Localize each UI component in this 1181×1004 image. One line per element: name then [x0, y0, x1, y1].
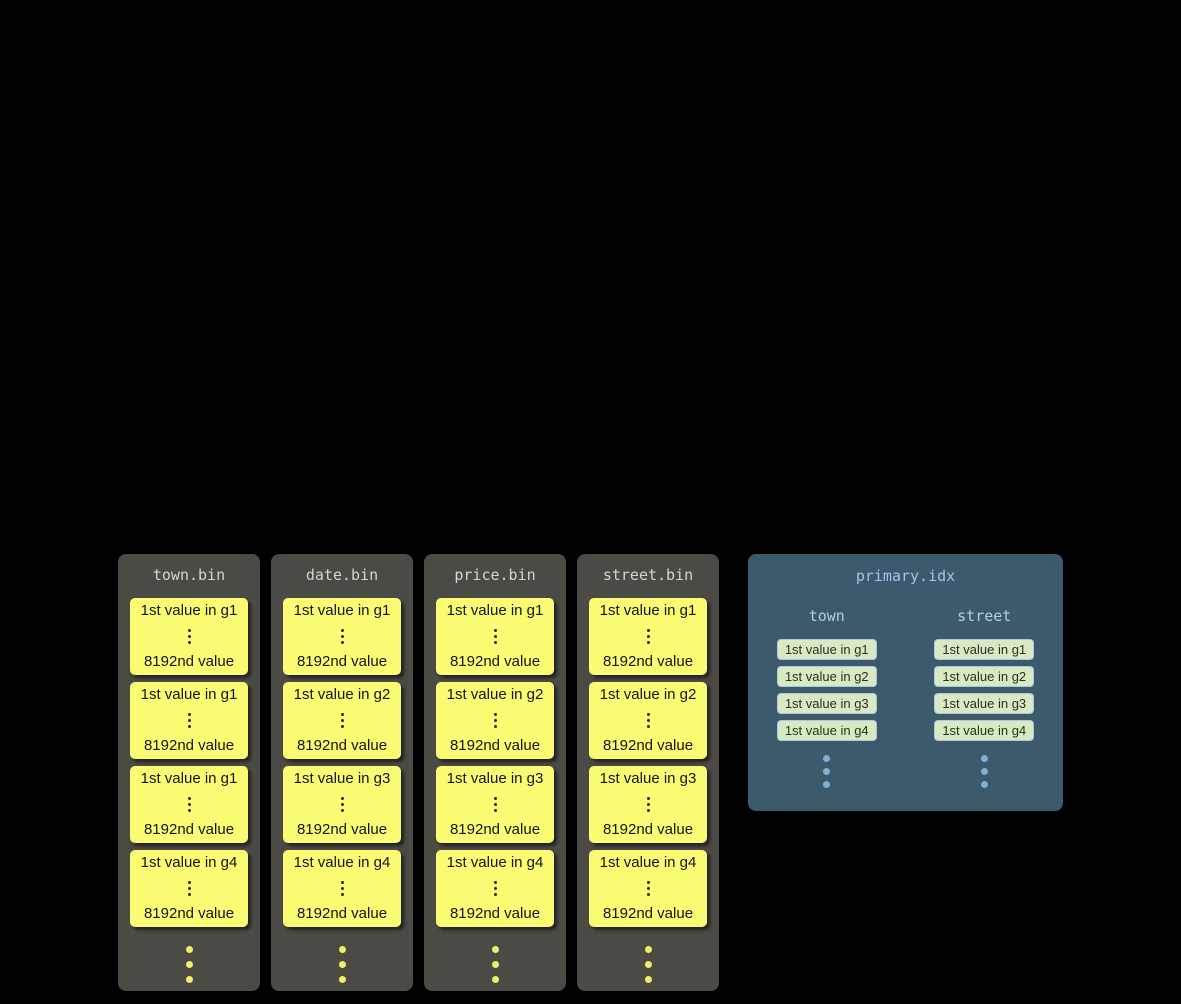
granule-last-value: 8192nd value — [449, 820, 541, 838]
bin-file-title: price.bin — [454, 566, 536, 584]
vertical-ellipsis-icon — [493, 628, 497, 644]
index-entry-chip: 1st value in g1 — [776, 639, 877, 660]
granule-last-value: 8192nd value — [296, 820, 388, 838]
granule-block: 1st value in g1 8192nd value — [130, 597, 248, 675]
vertical-ellipsis-icon — [646, 880, 650, 896]
vertical-ellipsis-icon — [340, 628, 344, 644]
granule-block: 1st value in g4 8192nd value — [130, 849, 248, 927]
granule-first-value: 1st value in g4 — [446, 853, 544, 871]
more-granules-ellipsis-icon — [185, 945, 193, 983]
granule-first-value: 1st value in g4 — [599, 853, 697, 871]
index-entry-chip: 1st value in g3 — [776, 693, 877, 714]
bin-file-town: town.bin 1st value in g1 8192nd value 1s… — [118, 554, 260, 991]
granule-first-value: 1st value in g2 — [293, 685, 391, 703]
vertical-ellipsis-icon — [340, 880, 344, 896]
granule-first-value: 1st value in g1 — [140, 601, 238, 619]
granule-first-value: 1st value in g3 — [599, 769, 697, 787]
vertical-ellipsis-icon — [493, 880, 497, 896]
granule-last-value: 8192nd value — [143, 820, 235, 838]
granule-last-value: 8192nd value — [449, 904, 541, 922]
granule-last-value: 8192nd value — [296, 904, 388, 922]
granule-first-value: 1st value in g4 — [140, 853, 238, 871]
vertical-ellipsis-icon — [187, 796, 191, 812]
vertical-ellipsis-icon — [340, 712, 344, 728]
vertical-ellipsis-icon — [646, 712, 650, 728]
bin-file-price: price.bin 1st value in g1 8192nd value 1… — [424, 554, 566, 991]
granule-last-value: 8192nd value — [143, 652, 235, 670]
more-entries-ellipsis-icon — [980, 755, 988, 788]
index-column-town: town 1st value in g1 1st value in g2 1st… — [748, 607, 906, 788]
granule-block: 1st value in g3 8192nd value — [436, 765, 554, 843]
primary-index-title: primary.idx — [855, 567, 956, 585]
more-granules-ellipsis-icon — [491, 945, 499, 983]
granule-last-value: 8192nd value — [143, 736, 235, 754]
bin-file-title: date.bin — [305, 566, 379, 584]
granule-block: 1st value in g1 8192nd value — [130, 765, 248, 843]
vertical-ellipsis-icon — [187, 880, 191, 896]
granule-block: 1st value in g2 8192nd value — [283, 681, 401, 759]
bin-file-title: town.bin — [152, 566, 226, 584]
granule-block: 1st value in g4 8192nd value — [436, 849, 554, 927]
primary-index-panel: primary.idx town 1st value in g1 1st val… — [748, 554, 1063, 811]
index-entry-chip: 1st value in g4 — [934, 720, 1035, 741]
granule-block: 1st value in g3 8192nd value — [589, 765, 707, 843]
more-granules-ellipsis-icon — [338, 945, 346, 983]
granule-block: 1st value in g3 8192nd value — [283, 765, 401, 843]
index-column-header: street — [957, 607, 1012, 625]
granule-last-value: 8192nd value — [296, 736, 388, 754]
index-entry-chip: 1st value in g2 — [776, 666, 877, 687]
granule-block: 1st value in g1 8192nd value — [436, 597, 554, 675]
granule-block: 1st value in g4 8192nd value — [589, 849, 707, 927]
index-column-street: street 1st value in g1 1st value in g2 1… — [906, 607, 1064, 788]
bin-files-row: town.bin 1st value in g1 8192nd value 1s… — [118, 554, 719, 991]
bin-file-date: date.bin 1st value in g1 8192nd value 1s… — [271, 554, 413, 991]
vertical-ellipsis-icon — [187, 628, 191, 644]
granule-block: 1st value in g1 8192nd value — [589, 597, 707, 675]
granule-first-value: 1st value in g2 — [599, 685, 697, 703]
index-entry-chip: 1st value in g2 — [934, 666, 1035, 687]
granule-last-value: 8192nd value — [602, 820, 694, 838]
granule-first-value: 1st value in g1 — [599, 601, 697, 619]
granule-first-value: 1st value in g1 — [293, 601, 391, 619]
vertical-ellipsis-icon — [646, 796, 650, 812]
granule-block: 1st value in g1 8192nd value — [130, 681, 248, 759]
vertical-ellipsis-icon — [646, 628, 650, 644]
granule-block: 1st value in g1 8192nd value — [283, 597, 401, 675]
granule-first-value: 1st value in g4 — [293, 853, 391, 871]
granule-block: 1st value in g2 8192nd value — [589, 681, 707, 759]
granule-first-value: 1st value in g1 — [446, 601, 544, 619]
vertical-ellipsis-icon — [187, 712, 191, 728]
granule-first-value: 1st value in g1 — [140, 769, 238, 787]
granule-block: 1st value in g2 8192nd value — [436, 681, 554, 759]
index-column-header: town — [808, 607, 845, 625]
index-entry-chip: 1st value in g3 — [934, 693, 1035, 714]
granule-first-value: 1st value in g3 — [293, 769, 391, 787]
granule-last-value: 8192nd value — [602, 736, 694, 754]
granule-first-value: 1st value in g3 — [446, 769, 544, 787]
more-granules-ellipsis-icon — [644, 945, 652, 983]
index-entry-chip: 1st value in g4 — [776, 720, 877, 741]
bin-file-street: street.bin 1st value in g1 8192nd value … — [577, 554, 719, 991]
granule-last-value: 8192nd value — [449, 652, 541, 670]
vertical-ellipsis-icon — [493, 712, 497, 728]
more-entries-ellipsis-icon — [823, 755, 831, 788]
granule-last-value: 8192nd value — [449, 736, 541, 754]
granule-last-value: 8192nd value — [602, 904, 694, 922]
granule-first-value: 1st value in g1 — [140, 685, 238, 703]
granule-last-value: 8192nd value — [143, 904, 235, 922]
bin-file-title: street.bin — [602, 566, 694, 584]
vertical-ellipsis-icon — [340, 796, 344, 812]
index-entry-chip: 1st value in g1 — [934, 639, 1035, 660]
granule-block: 1st value in g4 8192nd value — [283, 849, 401, 927]
granule-first-value: 1st value in g2 — [446, 685, 544, 703]
primary-index-columns: town 1st value in g1 1st value in g2 1st… — [748, 607, 1063, 788]
vertical-ellipsis-icon — [493, 796, 497, 812]
granule-last-value: 8192nd value — [602, 652, 694, 670]
granule-last-value: 8192nd value — [296, 652, 388, 670]
